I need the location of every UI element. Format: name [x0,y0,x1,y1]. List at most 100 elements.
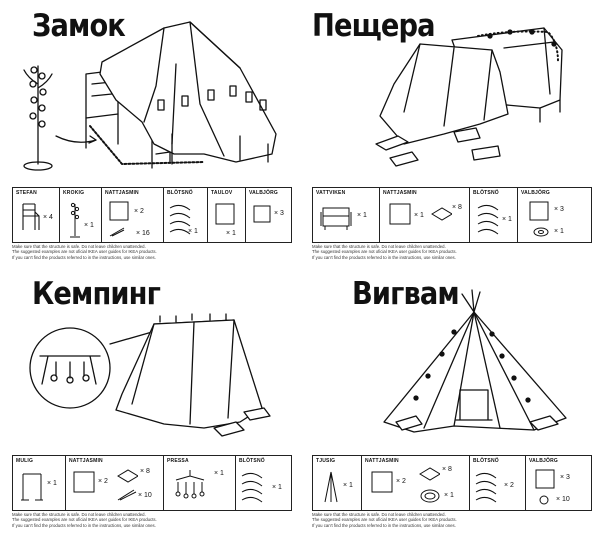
magnifier-inset [29,327,153,409]
cushion-stack-icon [431,207,452,221]
tape-roll-icon [533,227,549,237]
notice-line: The suggested examples are not oficial I… [312,517,457,523]
panel-cave: Пещера VATTVIKEN × 1 NATTJASMIN × 1 × 8 [304,4,600,266]
clip-icon [117,489,137,501]
safety-notice: Make sure that the structure is safe. Do… [312,244,592,260]
part-label: NATTJASMIN [383,190,417,196]
notice-line: The suggested examples are not oficial I… [12,517,157,523]
part-label: BLÖTSNÖ [239,458,265,464]
part-label: BLÖTSNÖ [473,190,499,196]
part-count: × 1 [188,228,198,235]
part-count: × 4 [43,214,53,221]
panel-wigwam: Вигвам TJUSIG × 1 NATTJASMIN × 2 × 8 [304,272,600,534]
part-count: × 2 [98,478,108,485]
part-vattviken: VATTVIKEN × 1 [313,188,379,242]
part-count: × 10 [138,492,152,499]
part-count: × 8 [452,204,462,211]
part-count: × 3 [274,210,284,217]
wigwam-fort-illustration [383,289,567,433]
part-count: × 1 [414,212,424,219]
part-nattjasmin: NATTJASMIN × 2 × 8 × 1 [361,456,470,510]
part-label: VALBJÖRG [529,458,559,464]
part-count: × 1 [554,228,564,235]
blanket-icon [215,203,235,225]
parts-list: TJUSIG × 1 NATTJASMIN × 2 × 8 × 1 BLÖTSN… [312,455,592,511]
sheet-icon [73,471,95,493]
part-mulig: MULIG × 1 [13,456,65,510]
part-valbjorg: VALBJÖRG × 3 [245,188,292,242]
camping-fort-illustration [29,313,271,437]
part-count: × 1 [357,212,367,219]
safety-notice: Make sure that the structure is safe. Do… [12,244,292,260]
notice-line: Make sure that the structure is safe. Do… [312,512,446,517]
part-blotsno: BLÖTSNÖ × 1 [235,456,292,510]
part-label: VATTVIKEN [316,190,346,196]
part-krokig: KROKIG × 1 [59,188,102,242]
clip-icon [109,227,125,237]
cushion-stack-icon [419,467,440,481]
part-label: STEFAN [16,190,37,196]
part-count: × 10 [556,496,570,503]
part-blotsno: BLÖTSNÖ × 1 [163,188,208,242]
parts-list: MULIG × 1 NATTJASMIN × 2 × 8 × 10 PRESSA… [12,455,292,511]
notice-line: If you can't find the products referred … [12,254,156,260]
coat-rack-icon [70,202,80,238]
hat-stand-icon [324,471,338,503]
part-label: MULIG [16,458,34,464]
part-pressa: PRESSA × 1 [163,456,236,510]
part-count: × 1 [226,230,236,237]
part-count: × 1 [47,480,57,487]
chair-icon [22,203,40,230]
sheet-icon [389,203,411,225]
notice-line: The suggested examples are not oficial I… [312,249,457,255]
part-label: TJUSIG [316,458,336,464]
notice-line: Make sure that the structure is safe. Do… [12,244,146,249]
armchair-icon [320,207,352,230]
part-count: × 1 [84,222,94,229]
part-count: × 3 [560,474,570,481]
notice-line: If you can't find the products referred … [312,254,456,260]
panel-camping: Кемпинг MULIG × 1 NATTJASMIN × 2 × 8 [4,272,300,534]
part-valbjorg: VALBJÖRG × 3 × 1 [517,188,592,242]
part-count: × 2 [504,482,514,489]
safety-notice: Make sure that the structure is safe. Do… [312,512,592,528]
notice-line: Make sure that the structure is safe. Do… [312,244,446,249]
part-label: VALBJÖRG [521,190,551,196]
part-count: × 1 [502,216,512,223]
part-label: BLÖTSNÖ [167,190,193,196]
part-label: TAULOV [211,190,233,196]
cushion-icon [535,469,555,489]
part-count: × 1 [272,484,282,491]
part-valbjorg: VALBJÖRG × 3 × 10 [525,456,592,510]
part-blotsno: BLÖTSNÖ × 1 [469,188,518,242]
part-count: × 1 [214,470,224,477]
part-count: × 8 [140,468,150,475]
part-label: KROKIG [63,190,85,196]
notice-line: If you can't find the products referred … [12,522,156,528]
panel-title: Замок [32,8,126,44]
part-label: NATTJASMIN [365,458,399,464]
part-label: NATTJASMIN [105,190,139,196]
sheet-icon [371,471,393,493]
part-blotsno: BLÖTSNÖ × 2 [469,456,526,510]
panel-title: Вигвам [352,276,460,312]
notice-line: The suggested examples are not oficial I… [12,249,157,255]
cushion-icon [253,205,271,223]
part-label: PRESSA [167,458,189,464]
panel-title: Пещера [312,8,436,44]
part-nattjasmin: NATTJASMIN × 1 × 8 [379,188,470,242]
pillow-clips-icon [475,472,497,503]
cushion-stack-icon [117,469,138,483]
pillow-clips-icon [477,204,499,235]
drying-hanger-icon [175,470,205,499]
rope-coil-icon [420,489,440,503]
part-count: × 3 [554,206,564,213]
panel-castle: Замок STEFAN [4,4,300,266]
part-label: VALBJÖRG [249,190,279,196]
panel-title: Кемпинг [32,276,161,312]
part-count: × 1 [444,492,454,499]
part-tjusig: TJUSIG × 1 [313,456,361,510]
sheet-icon [109,201,129,221]
part-count: × 1 [343,482,353,489]
notice-line: Make sure that the structure is safe. Do… [12,512,146,517]
